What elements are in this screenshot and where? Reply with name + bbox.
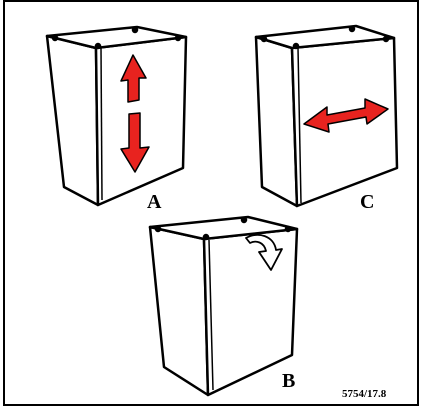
curved-arrow-icon [245, 234, 283, 271]
cabinet-a-side [45, 34, 100, 207]
cabinet-a-top [45, 25, 188, 50]
label-b: B [282, 370, 296, 392]
figure-code: 5754/17.8 [342, 388, 387, 400]
arrow-left-right-icon [303, 98, 389, 133]
cabinet-a [45, 25, 188, 207]
cabinet-b [148, 215, 299, 397]
label-c: C [360, 191, 375, 213]
cabinet-c-side [254, 35, 299, 208]
arrow-up-icon [120, 54, 147, 103]
cabinet-c [254, 24, 399, 208]
cabinet-b-side [148, 225, 210, 397]
cabinet-b-top [148, 215, 299, 241]
arrow-down-icon [120, 112, 150, 173]
label-a: A [147, 191, 162, 213]
diagram-border [3, 0, 419, 406]
cabinet-a-door [94, 35, 188, 207]
cabinet-c-top [254, 24, 396, 50]
